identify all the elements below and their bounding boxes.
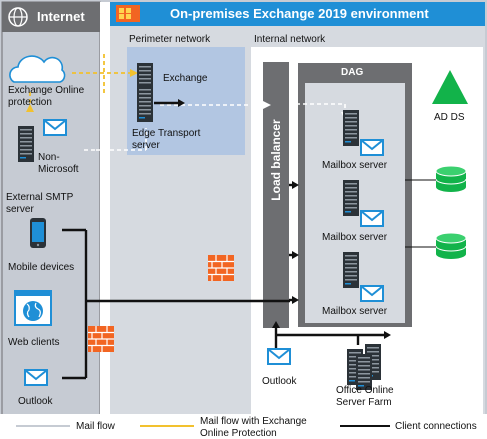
outlook-internal-label: Outlook (262, 376, 297, 387)
zone-separator (100, 2, 110, 428)
mail-flow-lines (84, 103, 346, 151)
outlook-external-label: Outlook (18, 396, 53, 407)
dag-title: DAG (341, 67, 364, 78)
eop-label-line1: Exchange Online (8, 85, 85, 96)
non-microsoft-line2: Microsoft (38, 164, 79, 175)
edge-label-line2: server (132, 140, 160, 151)
outlook-external-icon (24, 369, 48, 386)
external-mail-envelope-icon (43, 119, 67, 136)
mailbox-envelope-2-icon (360, 210, 384, 227)
mailbox-server-2-icon (343, 180, 359, 216)
mailbox-label-1: Mailbox server (322, 160, 388, 171)
mobile-device-icon (30, 218, 46, 248)
internal-title: Internal network (254, 34, 326, 45)
outlook-internal-icon (267, 348, 291, 365)
onprem-header (110, 2, 485, 26)
load-balancer-label: Load balancer (269, 119, 283, 201)
oos-label-line2: Server Farm (336, 397, 392, 408)
eop-label-line2: protection (8, 97, 52, 108)
mobile-label: Mobile devices (8, 262, 75, 273)
edge-label-line1: Edge Transport (132, 128, 201, 139)
internet-title: Internet (37, 9, 85, 24)
legend-client: Client connections (395, 421, 477, 432)
database-1-icon (435, 165, 467, 193)
office-logo-icon (116, 5, 140, 22)
perimeter-title: Perimeter network (129, 34, 211, 45)
external-smtp-line1: External SMTP (6, 192, 74, 203)
firewall-internal-icon (207, 254, 235, 282)
web-browser-icon (14, 290, 52, 326)
mailbox-server-3-icon (343, 252, 359, 288)
non-microsoft-line1: Non- (38, 152, 60, 163)
ad-ds-label: AD DS (434, 112, 465, 123)
legend-eop-line2: Online Protection (200, 428, 277, 439)
legend-eop-line1: Mail flow with Exchange (200, 416, 307, 427)
database-2-icon (435, 232, 467, 260)
legend-mail-flow: Mail flow (76, 421, 115, 432)
exchange-label: Exchange (163, 73, 208, 84)
legend-background (0, 414, 487, 439)
client-connection-lines (62, 101, 384, 380)
onprem-title: On-premises Exchange 2019 environment (170, 6, 429, 21)
mailbox-label-3: Mailbox server (322, 306, 388, 317)
external-smtp-line2: server (6, 204, 34, 215)
cloud-icon (9, 55, 66, 83)
mailbox-server-1-icon (343, 110, 359, 146)
oos-label-line1: Office Online (336, 385, 394, 396)
ad-ds-icon (432, 70, 468, 104)
firewall-internet-icon (87, 325, 115, 353)
globe-icon (8, 7, 28, 27)
edge-transport-server-lower-icon (137, 86, 153, 122)
web-label: Web clients (8, 337, 60, 348)
mailbox-label-2: Mailbox server (322, 232, 388, 243)
external-smtp-server-icon (18, 126, 34, 162)
mailbox-envelope-3-icon (360, 285, 384, 302)
mailbox-envelope-1-icon (360, 139, 384, 156)
